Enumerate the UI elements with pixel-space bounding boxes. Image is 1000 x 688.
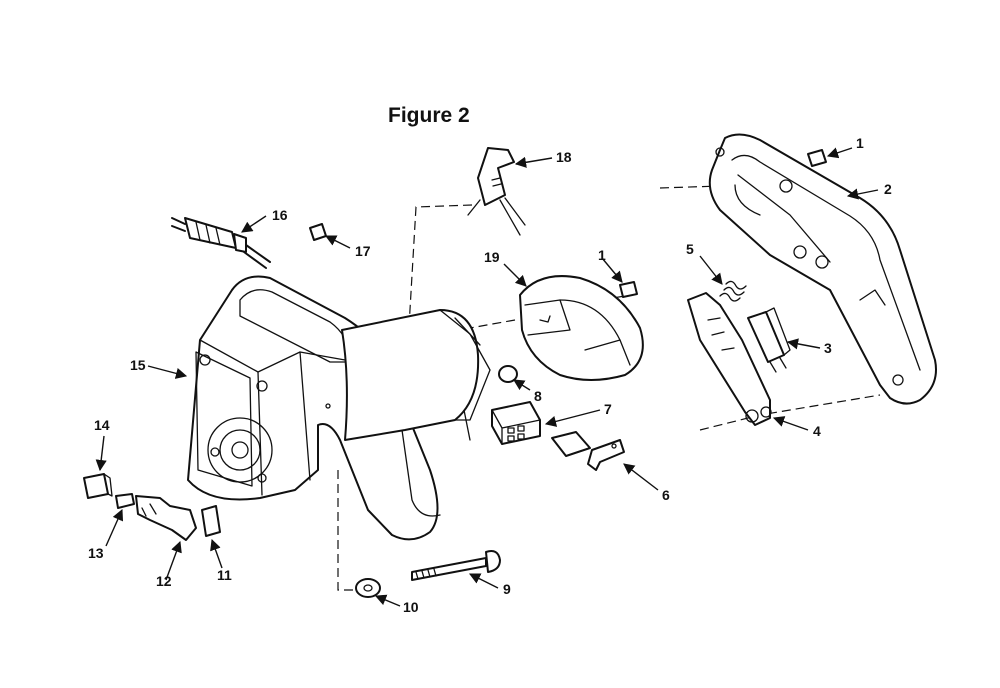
- housing-part-15: [187, 275, 471, 541]
- motor-can: [341, 309, 491, 441]
- callout-17: 17: [355, 243, 371, 259]
- spring-part-5: [719, 280, 747, 302]
- callout-12: 12: [156, 573, 172, 589]
- brush-part-12: [135, 495, 197, 541]
- terminal-block-part-7: [491, 401, 541, 445]
- callout-2: 2: [884, 181, 892, 197]
- callout-3: 3: [824, 340, 832, 356]
- callout-7: 7: [604, 401, 612, 417]
- screw-part-1: [619, 149, 827, 298]
- baffle-part-19: [519, 275, 644, 381]
- trigger-part-18: [467, 147, 526, 236]
- callout-18: 18: [556, 149, 572, 165]
- cap-part-11: [201, 505, 221, 537]
- callout-9: 9: [503, 581, 511, 597]
- cover-part-2: [708, 133, 937, 405]
- switch-part-3: [747, 307, 791, 373]
- cord-part-16: [171, 217, 271, 269]
- switch-plate-part-4: [687, 292, 772, 426]
- callout-19: 19: [484, 249, 500, 265]
- bolt-part-9: [411, 550, 501, 581]
- plug-part-8: [498, 365, 518, 383]
- leader-arrows: [95, 147, 879, 607]
- callout-6: 6: [662, 487, 670, 503]
- callout-10: 10: [403, 599, 419, 615]
- callout-15: 15: [130, 357, 146, 373]
- callout-1: 1: [856, 135, 864, 151]
- callout-13: 13: [88, 545, 104, 561]
- callout-16: 16: [272, 207, 288, 223]
- figure-title: Figure 2: [388, 104, 470, 127]
- callout-1b: 1: [598, 247, 606, 263]
- callout-5: 5: [686, 241, 694, 257]
- callout-4: 4: [813, 423, 821, 439]
- spring-part-13: [115, 493, 135, 509]
- callout-8: 8: [534, 388, 542, 404]
- callout-14: 14: [94, 417, 110, 433]
- cap-part-14: [83, 473, 113, 499]
- brush-holder-part-6: [551, 431, 625, 471]
- screw-part-17: [309, 223, 327, 241]
- callout-11: 11: [217, 567, 232, 583]
- washer-part-10: [355, 578, 381, 598]
